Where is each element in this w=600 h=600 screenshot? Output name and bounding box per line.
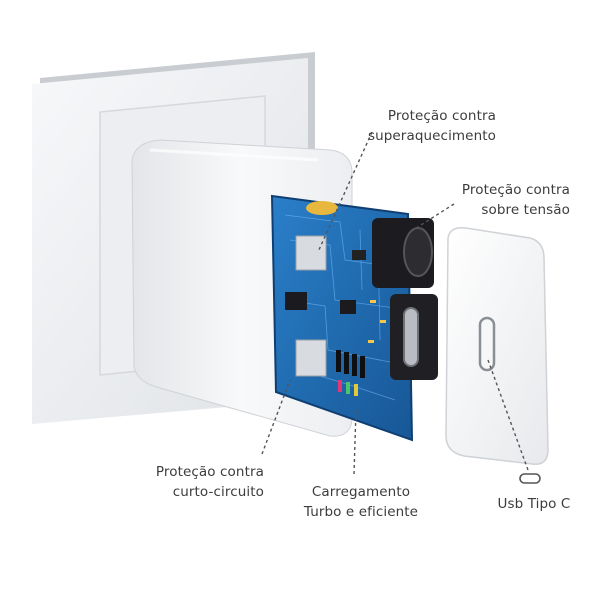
leader-lines [261, 131, 529, 475]
leader-overheat [317, 131, 373, 253]
leader-usb [487, 359, 529, 471]
leader-short-circuit [261, 379, 291, 455]
leader-overvoltage [409, 203, 455, 233]
callout-overvoltage-line2: sobre tensão [481, 202, 570, 218]
callout-usb: Usb Tipo C [486, 494, 582, 514]
callout-turbo-line2: Turbo e eficiente [303, 504, 419, 520]
callout-overheat: Proteção contra superaquecimento [350, 106, 496, 146]
usb-connector-module [372, 218, 438, 380]
callout-overheat-line2: superaquecimento [367, 128, 496, 144]
callout-overvoltage-line1: Proteção contra [461, 182, 570, 198]
callout-short-circuit: Proteção contra curto-circuito [140, 462, 264, 502]
usb-c-port-icon [519, 473, 541, 484]
callout-usb-line1: Usb Tipo C [497, 496, 571, 512]
leader-turbo [353, 409, 357, 475]
callout-overheat-line1: Proteção contra [387, 108, 496, 124]
callout-short-circuit-line1: Proteção contra [155, 464, 264, 480]
callout-overvoltage: Proteção contra sobre tensão [430, 180, 570, 220]
callout-turbo-line1: Carregamento [311, 484, 411, 500]
callout-short-circuit-line2: curto-circuito [172, 484, 264, 500]
callout-turbo: Carregamento Turbo e eficiente [296, 482, 426, 522]
usb-c-cap [445, 226, 549, 465]
